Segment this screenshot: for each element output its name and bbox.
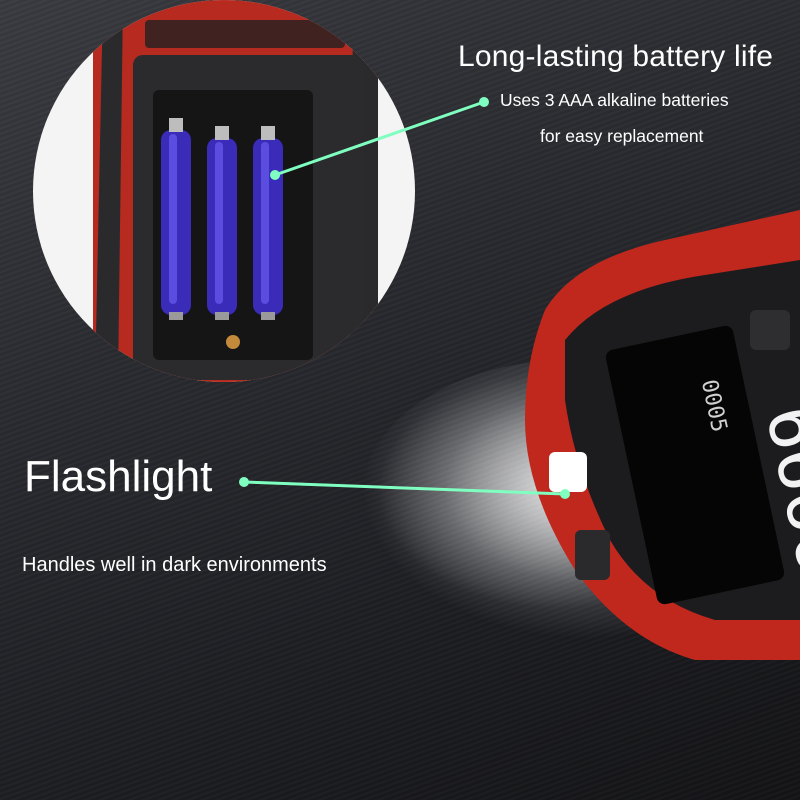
- flashlight-led: [549, 452, 587, 492]
- flashlight-feature-subtitle: Handles well in dark environments: [22, 554, 327, 576]
- contact-spring-3: [261, 126, 275, 140]
- housing-left-grip: [95, 0, 123, 382]
- device-button-side: [575, 530, 610, 580]
- battery-3-shine: [261, 142, 269, 304]
- contact-spring-1: [169, 118, 183, 132]
- battery-1-shine: [169, 134, 177, 304]
- contact-plate-1: [169, 312, 183, 320]
- screw-hole: [226, 335, 240, 349]
- battery-feature-line-1: Uses 3 AAA alkaline batteries: [500, 90, 729, 110]
- contact-plate-3: [261, 312, 275, 320]
- contact-spring-2: [215, 126, 229, 140]
- contact-plate-2: [215, 312, 229, 320]
- meter-device-illustration: 6666 0005: [525, 210, 800, 660]
- battery-feature-title: Long-lasting battery life: [458, 40, 774, 73]
- device-button-top: [750, 310, 790, 350]
- battery-feature-line-2: for easy replacement: [540, 126, 704, 146]
- battery-compartment-illustration: [93, 0, 378, 382]
- battery-2-shine: [215, 142, 223, 304]
- flashlight-feature-title: Flashlight: [24, 452, 213, 501]
- battery-compartment-inset: [33, 0, 415, 382]
- display-screen: [605, 325, 785, 605]
- label-plate: [145, 20, 345, 48]
